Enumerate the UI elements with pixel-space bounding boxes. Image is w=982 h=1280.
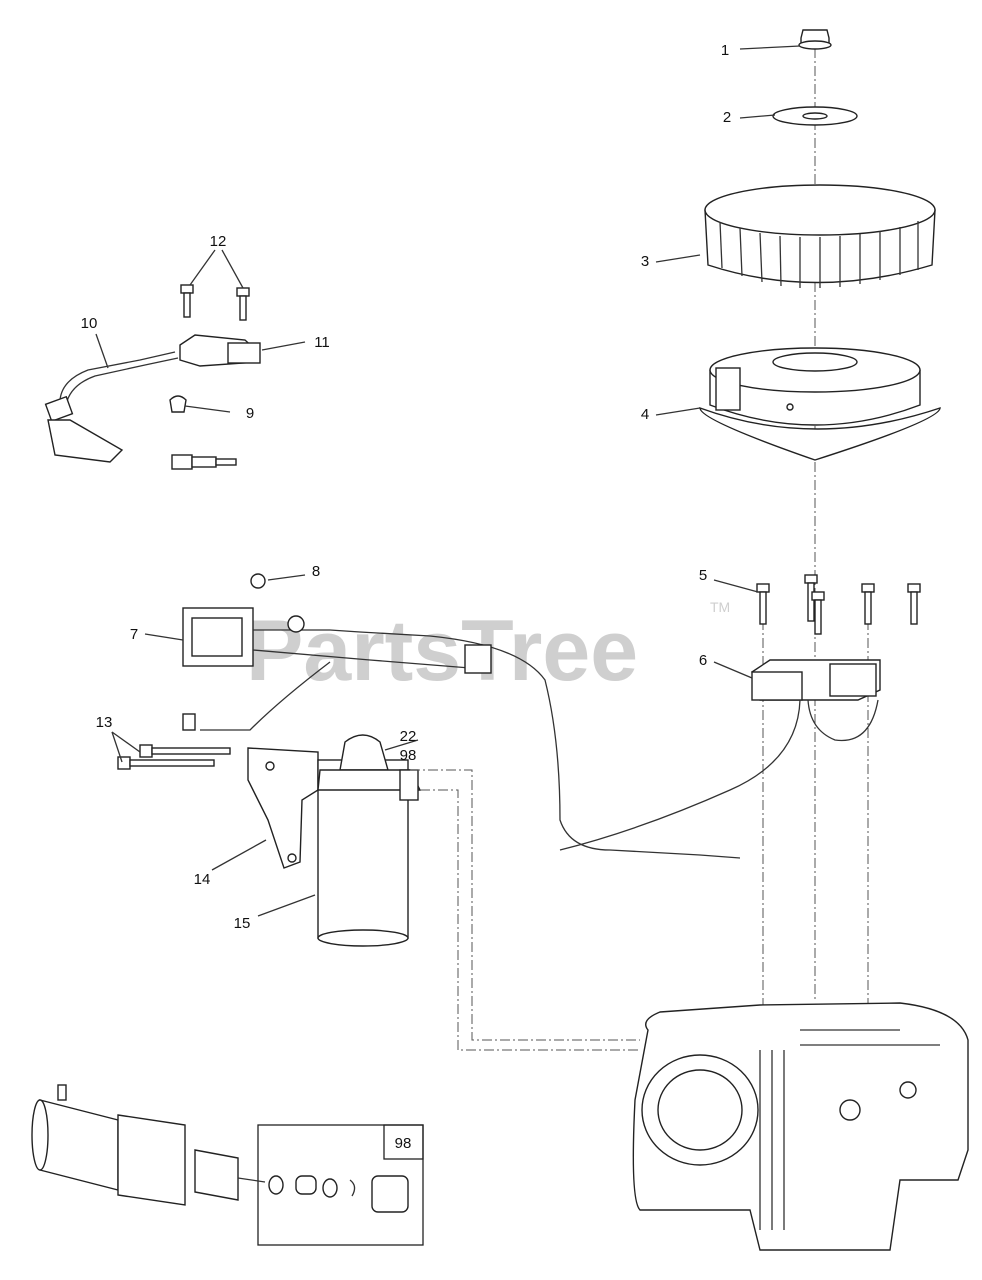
callout-10[interactable]: 10	[81, 315, 98, 332]
callout-3[interactable]: 3	[641, 253, 649, 270]
starter-exploded-view[interactable]	[31, 1084, 239, 1206]
watermark-tm: TM	[710, 599, 730, 615]
leader-lines	[95, 45, 801, 917]
callout-13[interactable]: 13	[96, 714, 113, 731]
callout-14[interactable]: 14	[194, 871, 211, 888]
callout-9[interactable]: 9	[246, 405, 254, 422]
callout-1[interactable]: 1	[721, 42, 729, 59]
engine-block[interactable]	[632, 1002, 969, 1251]
starter-mount-line-a	[410, 769, 640, 1041]
watermark-text: PartsTree	[246, 603, 638, 699]
inset-box-98: 98	[237, 1124, 424, 1246]
part-9-clip[interactable]	[169, 395, 187, 413]
watermark: PartsTree TM	[246, 599, 730, 699]
part-10-spark-plug-wire[interactable]	[44, 351, 179, 463]
part-2-washer[interactable]	[772, 106, 858, 126]
part-7-rectifier[interactable]	[182, 607, 741, 859]
callout-12[interactable]: 12	[210, 233, 227, 250]
part-3-fan[interactable]	[704, 184, 936, 288]
callout-2[interactable]: 2	[723, 109, 731, 126]
part-6-module[interactable]	[559, 659, 881, 851]
spark-plug[interactable]	[171, 454, 237, 470]
inset-label: 98	[395, 1135, 412, 1152]
callout-8[interactable]: 8	[312, 563, 320, 580]
part-12-coil-bolts[interactable]	[180, 284, 250, 321]
callout-11[interactable]: 11	[314, 334, 330, 351]
callouts: 1 2 3 4 5 6 7 8 9 10 11 12 13 14 15 22 9…	[81, 42, 732, 932]
part-5-bolts[interactable]	[756, 574, 921, 635]
part-1-flange-nut[interactable]	[798, 29, 832, 50]
callout-15[interactable]: 15	[234, 915, 251, 932]
part-14-bracket[interactable]	[247, 747, 319, 869]
callout-4[interactable]: 4	[641, 406, 649, 423]
part-8-nut[interactable]	[250, 573, 305, 633]
part-4-flywheel[interactable]	[699, 347, 941, 461]
callout-7[interactable]: 7	[130, 626, 138, 643]
starter-mount-line-b	[420, 789, 640, 1051]
part-15-starter-motor[interactable]	[317, 734, 422, 947]
part-11-ignition-coil[interactable]	[179, 334, 261, 367]
callout-22[interactable]: 22	[400, 728, 417, 745]
callout-6[interactable]: 6	[699, 652, 707, 669]
callout-98[interactable]: 98	[400, 747, 417, 764]
part-13-long-bolts[interactable]	[117, 744, 231, 770]
callout-5[interactable]: 5	[699, 567, 707, 584]
